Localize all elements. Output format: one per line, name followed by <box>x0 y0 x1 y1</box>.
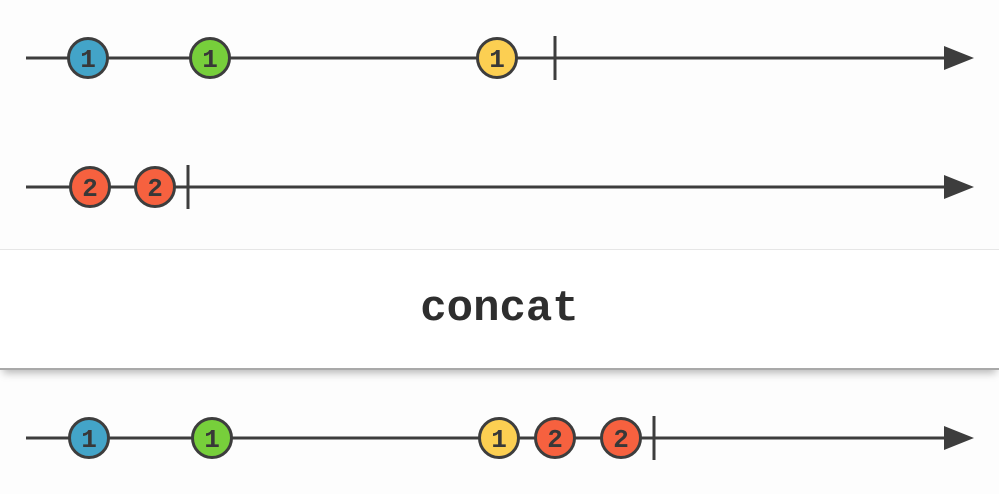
timeline-output: 1 1 1 2 2 <box>26 416 974 460</box>
marble-1[interactable]: 1 <box>478 417 520 459</box>
marble-label: 1 <box>202 45 218 75</box>
marble-1[interactable]: 1 <box>476 37 518 79</box>
timeline-input-1: 1 1 1 <box>26 36 974 80</box>
marble-label: 1 <box>204 425 220 455</box>
marble-circle[interactable] <box>67 37 109 79</box>
marble-2[interactable]: 2 <box>600 417 642 459</box>
marble-2[interactable]: 2 <box>69 166 111 208</box>
marble-label: 2 <box>147 174 163 204</box>
marble-circle[interactable] <box>69 166 111 208</box>
arrowhead-icon <box>944 426 974 450</box>
marble-1[interactable]: 1 <box>191 417 233 459</box>
marble-2[interactable]: 2 <box>134 166 176 208</box>
marble-circle[interactable] <box>189 37 231 79</box>
marble-label: 1 <box>489 45 505 75</box>
marble-label: 2 <box>613 425 629 455</box>
marble-label: 1 <box>491 425 507 455</box>
marble-circle[interactable] <box>478 417 520 459</box>
marble-label: 1 <box>80 45 96 75</box>
marble-2[interactable]: 2 <box>534 417 576 459</box>
marble-circle[interactable] <box>534 417 576 459</box>
marble-circle[interactable] <box>191 417 233 459</box>
marble-circle[interactable] <box>134 166 176 208</box>
marble-label: 1 <box>81 425 97 455</box>
marble-circle[interactable] <box>600 417 642 459</box>
marble-label: 2 <box>82 174 98 204</box>
operator-band: concat <box>0 249 999 370</box>
marble-1[interactable]: 1 <box>189 37 231 79</box>
arrowhead-icon <box>944 46 974 70</box>
operator-label: concat <box>420 284 579 334</box>
arrowhead-icon <box>944 175 974 199</box>
marble-circle[interactable] <box>476 37 518 79</box>
marble-1[interactable]: 1 <box>67 37 109 79</box>
marble-1[interactable]: 1 <box>68 417 110 459</box>
marble-label: 2 <box>547 425 563 455</box>
marble-circle[interactable] <box>68 417 110 459</box>
